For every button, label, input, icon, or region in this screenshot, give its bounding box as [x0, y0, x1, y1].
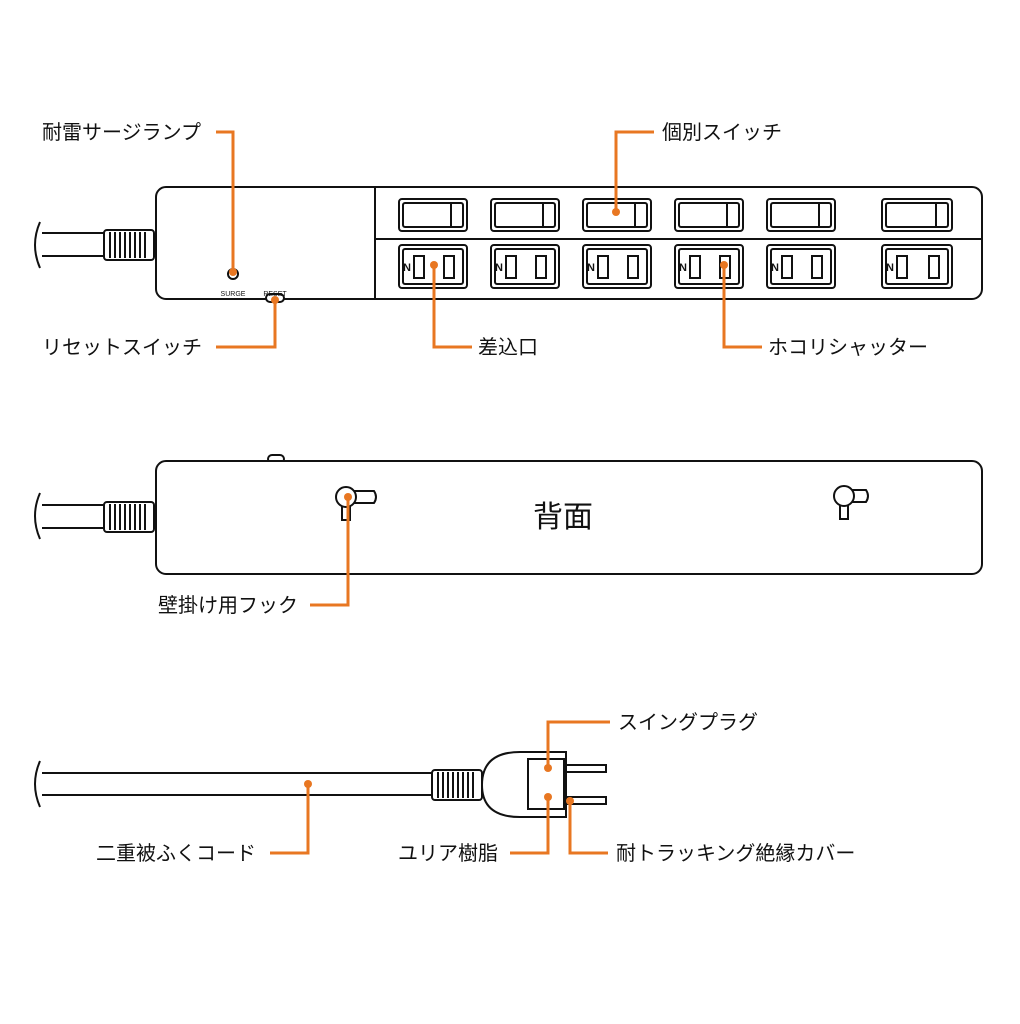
side-cord	[34, 760, 432, 808]
switch-2	[490, 198, 560, 232]
label-individual-switch: 個別スイッチ	[662, 120, 782, 144]
front-leader-dots	[229, 208, 728, 304]
label-cord: 二重被ふくコード	[96, 841, 256, 865]
leader-cord	[270, 784, 310, 855]
n-mark-3: N	[587, 262, 595, 274]
outlet-6	[881, 244, 953, 289]
side-strain-relief	[431, 769, 483, 801]
switch-6	[881, 198, 953, 232]
label-wall-hook: 壁掛け用フック	[158, 593, 298, 617]
switch-5	[766, 198, 836, 232]
back-strip-body	[155, 460, 983, 575]
label-swing-plug: スイングプラグ	[618, 710, 758, 734]
side-leaders	[270, 720, 610, 855]
outlet-3	[582, 244, 652, 289]
leader-shutter	[722, 265, 762, 349]
wall-hook-left	[335, 486, 377, 521]
back-view	[34, 454, 983, 575]
label-dust-shutter: ホコリシャッター	[768, 335, 928, 359]
side-view	[34, 751, 607, 818]
back-cord	[34, 492, 104, 540]
back-leaders	[310, 497, 350, 607]
n-mark-4: N	[679, 262, 687, 274]
back-strain-relief	[103, 501, 155, 533]
front-strip-body	[155, 186, 983, 300]
outlet-5	[766, 244, 836, 289]
label-reset-switch: リセットスイッチ	[42, 335, 202, 359]
leader-surge-lamp	[216, 130, 235, 272]
outlet-2	[490, 244, 560, 289]
surge-text: SURGE	[221, 291, 246, 298]
n-mark-6: N	[886, 262, 894, 274]
switch-1	[398, 198, 468, 232]
leader-wall-hook	[310, 497, 350, 607]
n-mark-2: N	[495, 262, 503, 274]
side-leader-dots	[304, 764, 574, 805]
front-strain-relief	[103, 229, 155, 261]
plug-prongs	[565, 764, 607, 805]
front-panel-text: SURGE RESET N N N N N N	[221, 262, 894, 298]
reset-text: RESET	[263, 291, 287, 298]
label-tracking-cover: 耐トラッキング絶縁カバー	[616, 841, 856, 865]
leader-reset	[216, 300, 277, 349]
label-back-title: 背面	[533, 500, 593, 535]
label-outlet: 差込口	[478, 335, 538, 359]
n-mark-1: N	[403, 262, 411, 274]
switch-4	[674, 198, 744, 232]
label-urea-resin: ユリア樹脂	[398, 841, 498, 865]
wall-hook-dot	[344, 493, 352, 501]
wall-hook-right	[833, 485, 869, 520]
front-cord	[34, 221, 104, 269]
label-surge-lamp: 耐雷サージランプ	[42, 120, 201, 144]
leader-swing-plug	[546, 720, 610, 768]
leader-tracking-cover	[568, 801, 608, 855]
leader-urea-resin	[510, 797, 550, 855]
front-view	[34, 186, 983, 303]
n-mark-5: N	[771, 262, 779, 274]
leader-outlet	[432, 265, 472, 349]
front-leaders	[216, 130, 762, 349]
leader-individual-switch	[614, 130, 654, 212]
